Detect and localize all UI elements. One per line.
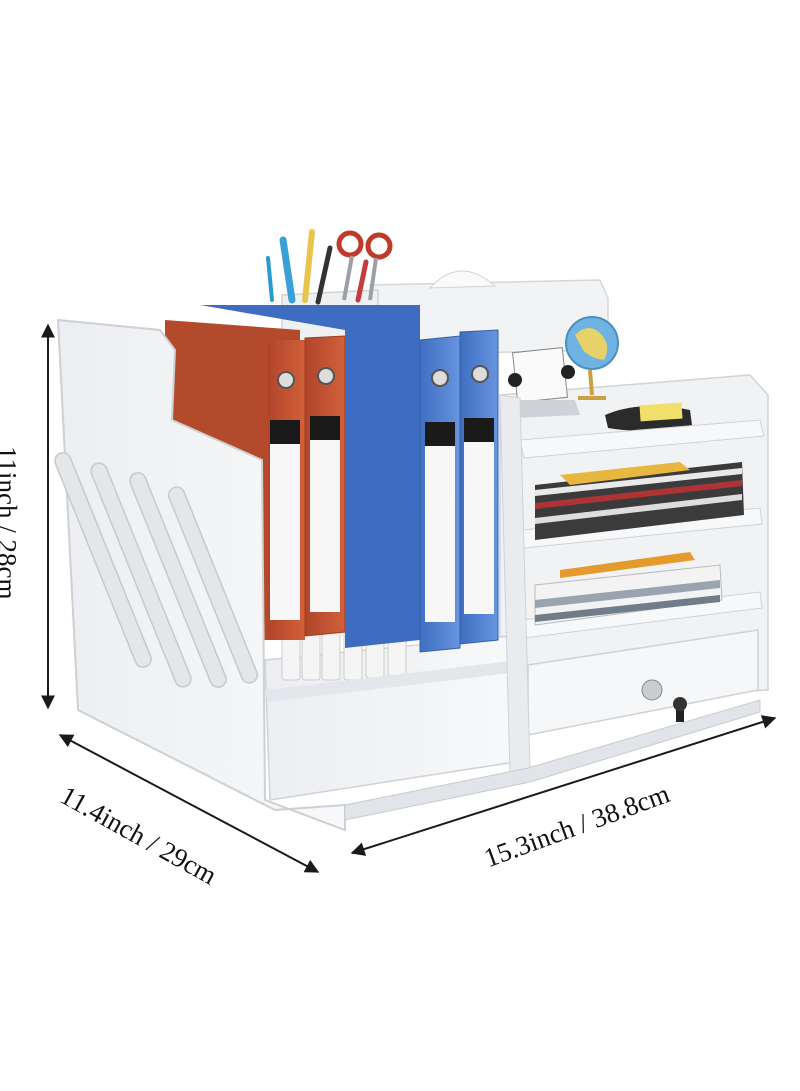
key-icon (641, 679, 687, 722)
depth-arrow-icon (58, 734, 320, 873)
base-panel (344, 699, 761, 821)
globe-icon (565, 316, 619, 400)
spiral-notebooks (534, 552, 723, 626)
height-dimension-label: 11inch / 28cm (0, 446, 22, 600)
top-shelf (519, 419, 765, 459)
desk-organizer (54, 229, 769, 832)
scissors-icon (336, 230, 393, 301)
magazine-stack (535, 462, 744, 540)
blue-binders (200, 305, 499, 653)
width-arrow-icon (350, 715, 777, 856)
ventilation-slots (54, 452, 259, 688)
